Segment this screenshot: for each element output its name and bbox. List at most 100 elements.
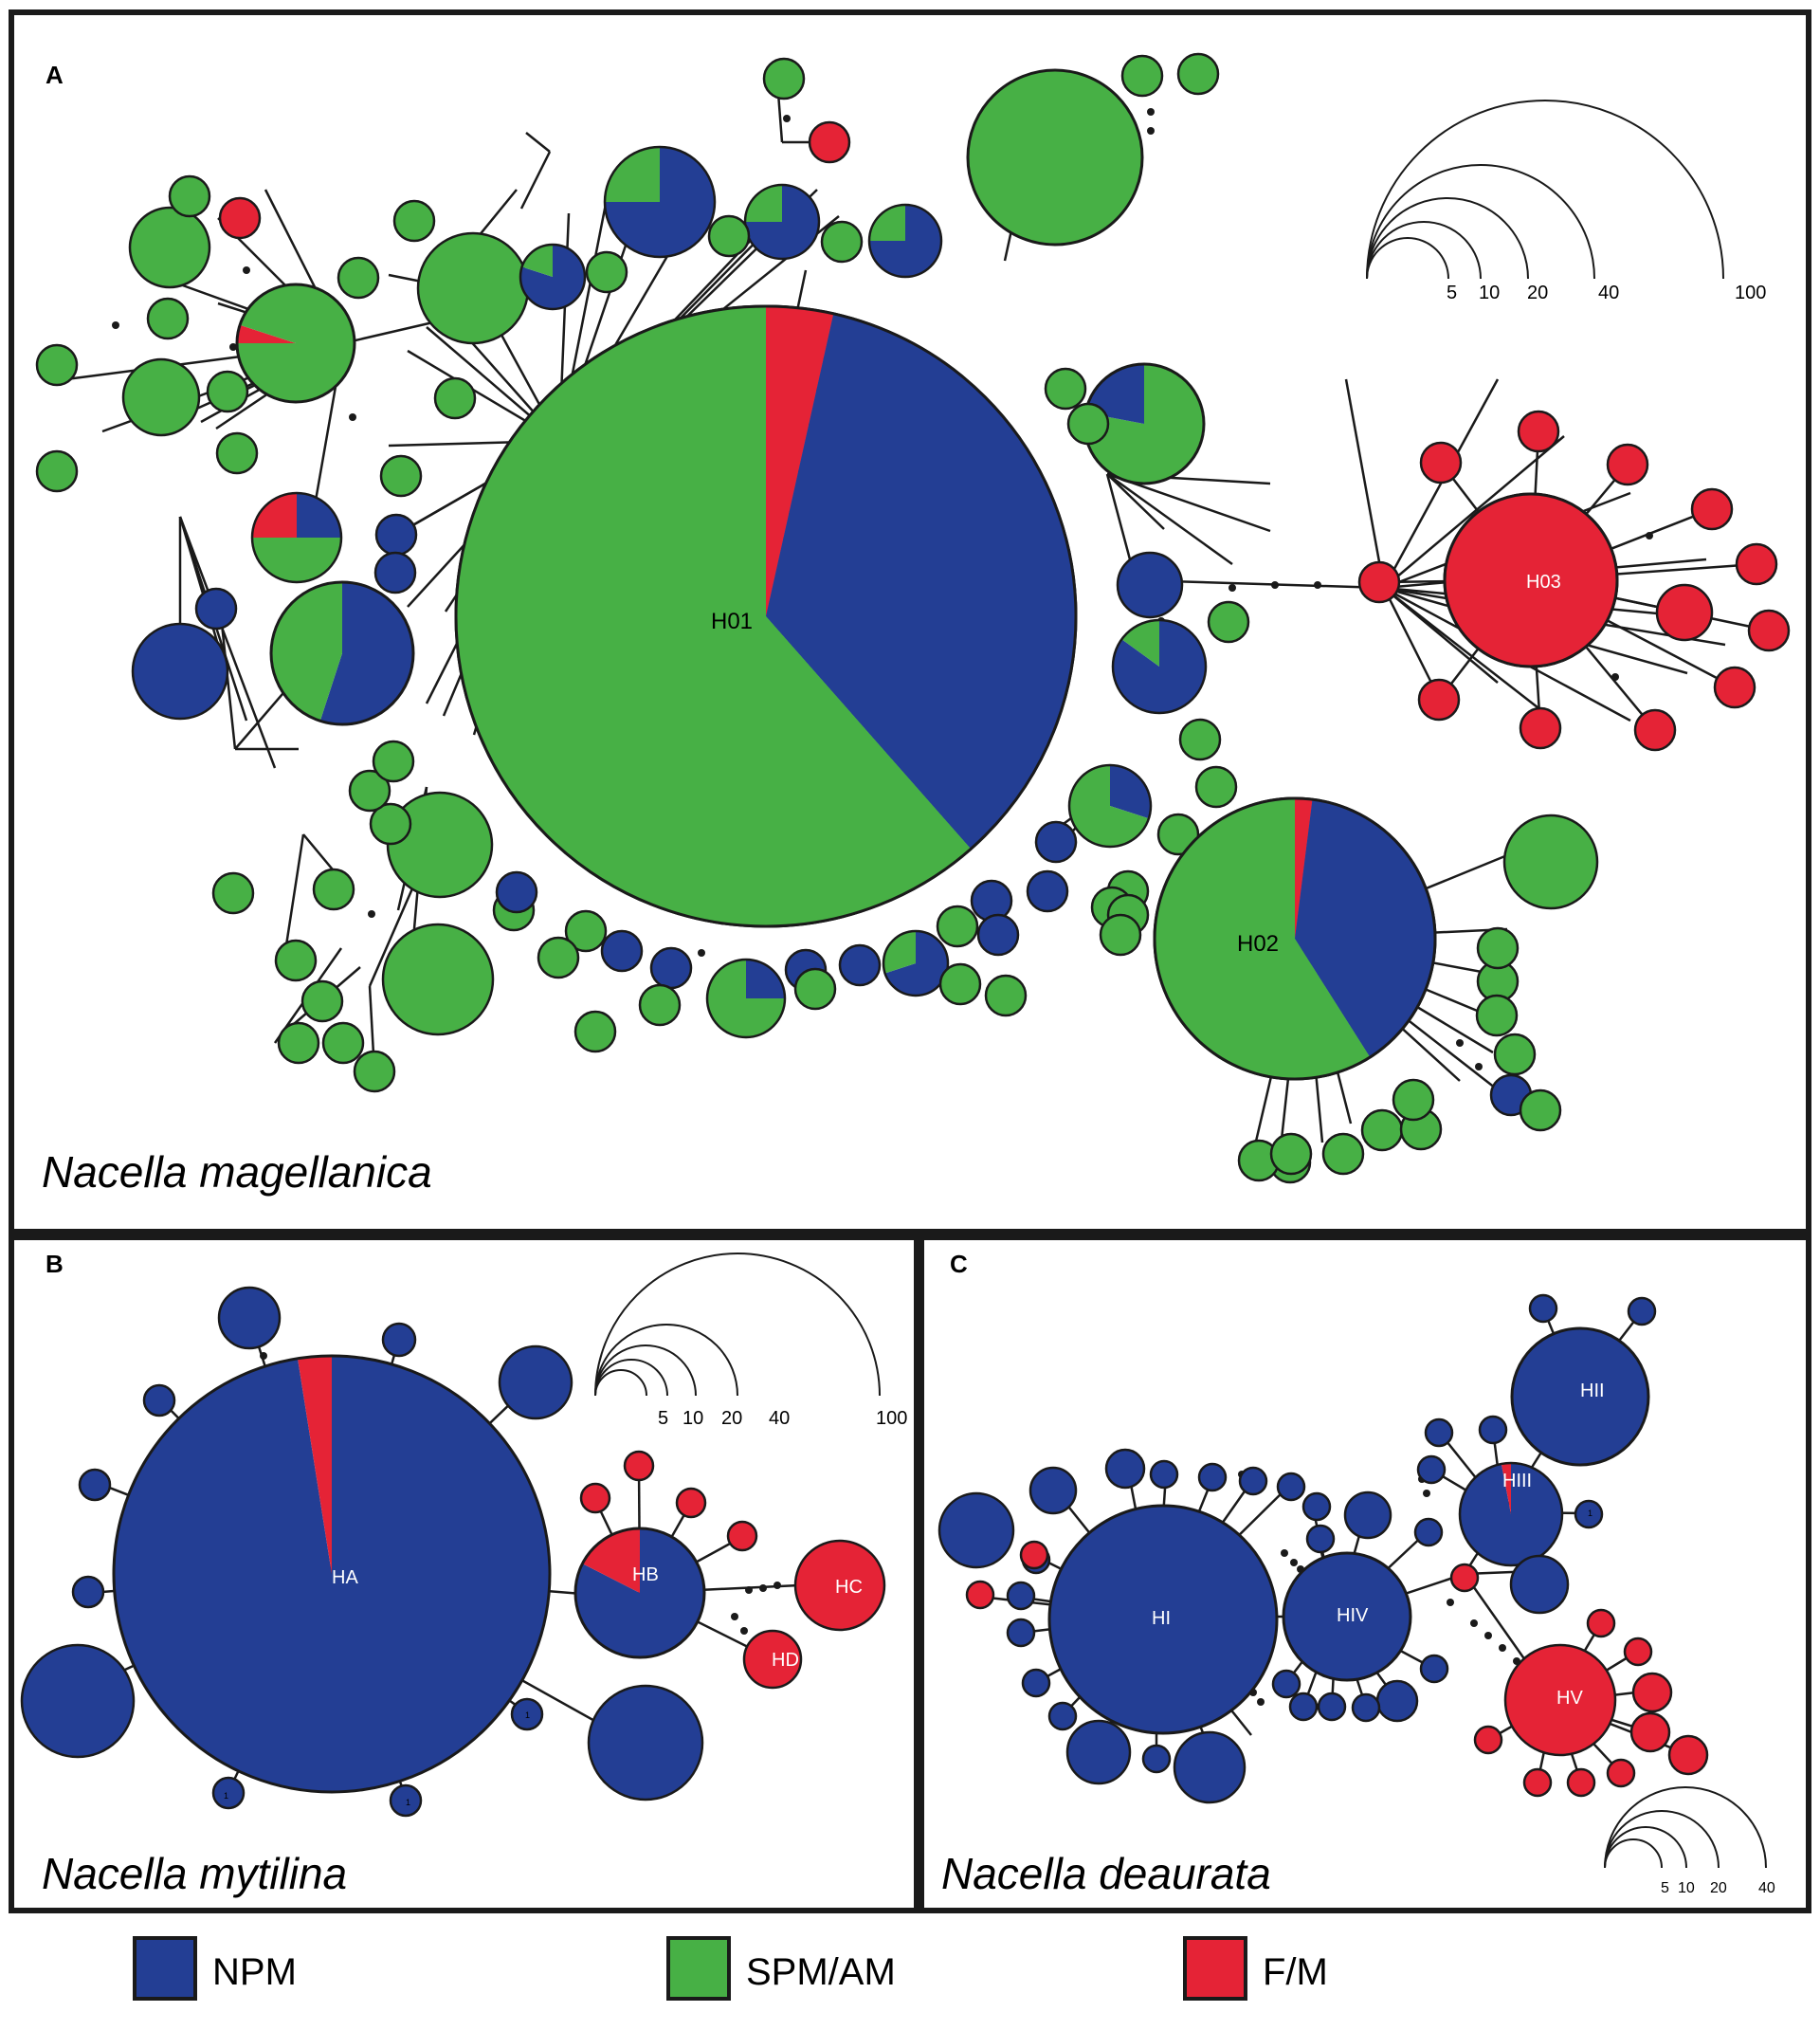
hap-a-small-42 [600,929,644,973]
panel-a-letter: A [46,61,64,89]
edge-a-80 [519,151,552,210]
scale-c-arc-1 [1604,1826,1687,1869]
scale-c-label-20: 20 [1710,1880,1727,1896]
hap-c-small-25 [965,1580,995,1610]
hap-c-small-17 [1271,1669,1301,1699]
hap-a-small-69 [1476,926,1520,970]
scale-b-label-100: 100 [876,1408,907,1429]
hap-b-3 [20,1643,136,1759]
hap-b-small-3 [71,1575,105,1609]
hap-a-small-17 [379,454,423,498]
edge-a-60 [1383,587,1499,684]
scale-a-arc-0 [1366,237,1449,280]
hap-a-small-1 [808,120,851,164]
hap-a-small-22 [1066,402,1110,446]
hap-a-small-41 [638,983,682,1027]
hap-a-h03-sat-9 [1417,678,1461,722]
legend-label-spm-am: SPM/AM [746,1951,896,1993]
hap-a-small-21 [1044,367,1087,411]
scale-c-arc-2 [1604,1810,1720,1869]
hap-label-hiv: HIV [1337,1605,1369,1626]
hap-a4 [1116,551,1184,619]
hap-c-small-3 [1276,1472,1306,1502]
hap-hiv [1282,1551,1412,1682]
legend-swatch-f-m [1183,1936,1247,2001]
mutation-dot-a-1 [1271,581,1279,589]
hap-b-small-7 [579,1482,611,1514]
hap-a-small-44 [564,909,608,953]
hap-a-h03-sat-8 [1519,706,1562,750]
hap-a-small-65 [274,939,318,982]
mutation-dot-a-11 [349,413,356,421]
scale-a-label-20: 20 [1527,283,1548,303]
species-name-b: Nacella mytilina [42,1849,347,1898]
hap-c-small-29 [1631,1672,1673,1713]
hap-a17 [131,622,229,721]
hap-a10 [416,231,530,345]
hap-c-small-34 [1473,1725,1503,1755]
scale-a-arc-4 [1366,100,1724,280]
network-panel-a [35,52,1791,1184]
hap-a-h03-sat-5 [1747,609,1791,652]
hap-label-hv: HV [1556,1688,1583,1709]
hap-a-small-13 [35,449,79,493]
scale-c-arc-3 [1604,1786,1767,1869]
hap-a1 [966,68,1144,247]
hap-label-ha: HA [332,1567,358,1588]
hap-label-h03: H03 [1526,572,1561,593]
hap-a-small-24 [1178,718,1222,761]
hap-c-small-11 [1305,1524,1336,1554]
hap-a-small-9 [707,214,751,258]
hap-c-small-18 [1478,1415,1508,1445]
scale-b-label-20: 20 [721,1408,742,1429]
hap-label-hiii: HIII [1502,1471,1532,1491]
mutation-dot-c-14 [1423,1490,1430,1497]
hap-a-small-7 [337,256,380,300]
hap-a-small-29 [1034,820,1078,864]
scale-b-label-40: 40 [769,1408,790,1429]
hap-b-small-10 [726,1520,758,1552]
mutation-dot-a-2 [1314,581,1321,589]
hap-a-small-49 [1493,1033,1537,1076]
edge-a-47 [1106,473,1165,530]
hap-c-small-15 [1317,1692,1347,1722]
hap-a16 [882,929,950,997]
network-panel-b [20,1286,886,1818]
hap-c-small-22 [1416,1454,1447,1485]
scale-a-arc-3 [1366,164,1595,280]
mutation-dot-c-1 [1290,1559,1298,1566]
hap-a21 [121,357,201,437]
hap-c-small-31 [1606,1758,1636,1788]
scale-a-arc-1 [1366,221,1482,280]
scale-legend-a: 5 10 20 40 100 [1366,100,1766,303]
hap-label-hii: HII [1580,1381,1605,1401]
hap-a7 [603,145,717,259]
hap-hiii [1458,1461,1564,1567]
panel-a-frame [9,9,1811,1234]
scale-b-arc-2 [594,1344,697,1397]
hap-hc [793,1539,886,1632]
mutation-dot-b-1 [745,1586,753,1594]
hap-a-h03-sat-2 [1606,443,1649,486]
hap-b-small-8 [623,1450,655,1482]
mutation-dot-a-6 [1456,1039,1464,1047]
hap-c-small-2 [1238,1466,1268,1496]
hap-a-h03-sat-6 [1713,666,1756,709]
mutation-dot-a-7 [1475,1063,1483,1070]
hap-b-1 [217,1286,282,1350]
mutation-dot-a-18 [783,115,791,122]
scale-b-arc-4 [594,1253,881,1397]
hap-a-small-8 [585,250,628,294]
hap-c-small-5 [1006,1581,1036,1611]
hap-a11 [519,243,587,311]
mutation-dot-c-4 [1257,1698,1265,1706]
hap-a-small-66 [211,871,255,915]
scale-legend-c: 5 10 20 40 [1604,1786,1775,1896]
singleton-label-c1: 1 [1588,1509,1592,1518]
hap-a-small-64 [312,868,355,911]
hap-a-h03-sat-11 [1655,583,1714,642]
scale-c-label-10: 10 [1678,1880,1695,1896]
edge-a-100 [178,516,277,769]
hap-a-h03-sat-3 [1690,487,1734,531]
hap-label-hb: HB [632,1564,659,1585]
